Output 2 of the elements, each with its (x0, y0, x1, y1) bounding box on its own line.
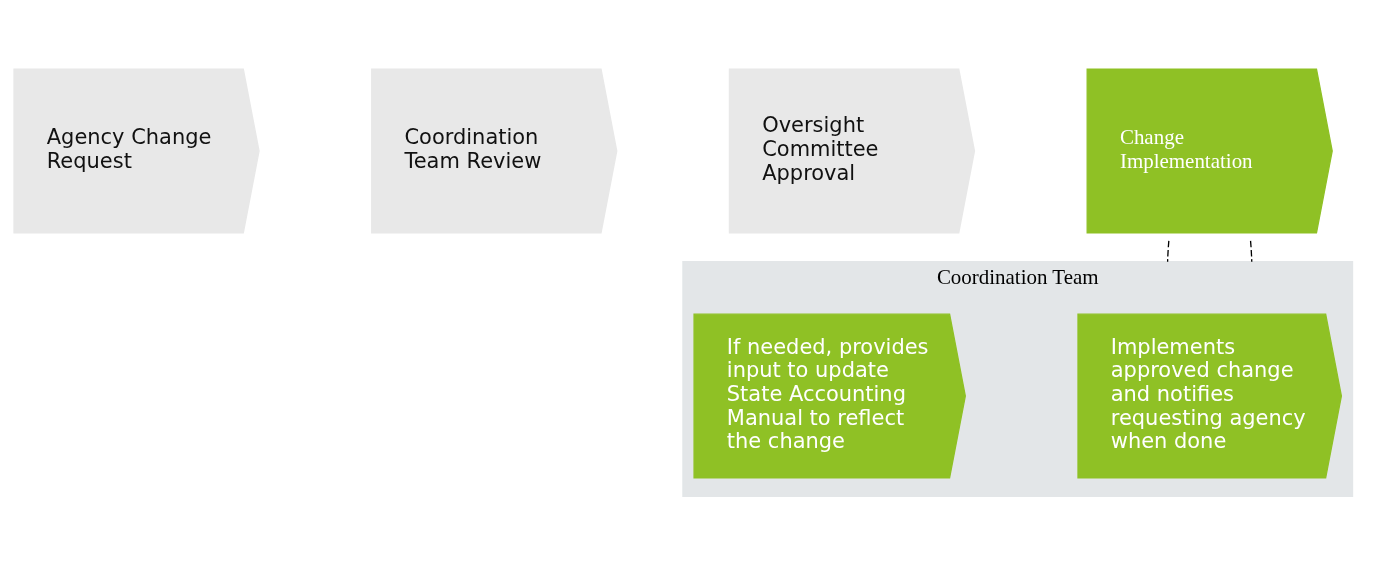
connector (1166, 239, 1170, 262)
connector (1249, 239, 1253, 262)
